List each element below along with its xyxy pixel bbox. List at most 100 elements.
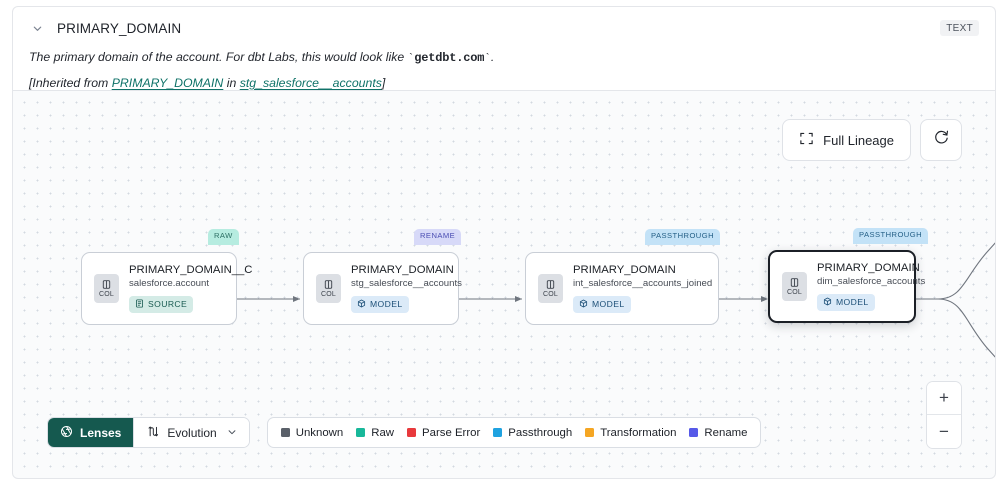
legend-label: Unknown: [295, 426, 344, 439]
node-title: PRIMARY_DOMAIN: [351, 264, 454, 277]
evolution-label: Evolution: [167, 425, 217, 440]
legend-label: Parse Error: [422, 426, 481, 439]
lineage-node-stg[interactable]: COL PRIMARY_DOMAIN stg_salesforce__accou…: [303, 252, 462, 325]
lenses-button[interactable]: Lenses: [48, 418, 134, 447]
node-type-badge: SOURCE: [129, 295, 194, 313]
legend-label: Raw: [371, 426, 395, 439]
backtick-close: `: [484, 53, 491, 65]
node-subtitle: salesforce.account: [129, 278, 209, 290]
refresh-icon: [933, 129, 950, 151]
lens-badge-passthrough-2: PASSTHROUGH: [853, 228, 929, 244]
zoom-in-button[interactable]: +: [927, 382, 961, 415]
page-title: PRIMARY_DOMAIN: [57, 20, 182, 36]
lineage-canvas[interactable]: Full Lineage + − RAW RENAME PASSTHROUGH …: [12, 90, 996, 479]
lens-badge-passthrough-1: PASSTHROUGH: [645, 229, 721, 245]
column-detail-header: PRIMARY_DOMAIN TEXT The primary domain o…: [12, 6, 996, 90]
arrow-2: [515, 296, 522, 302]
header-row: PRIMARY_DOMAIN TEXT: [29, 17, 979, 39]
legend-swatch-transformation: [585, 428, 595, 437]
col-chip-label: COL: [99, 291, 114, 298]
inherited-column-link[interactable]: PRIMARY_DOMAIN: [111, 75, 224, 90]
col-chip: COL: [316, 274, 341, 303]
inherited-suffix: ]: [381, 75, 386, 90]
edge-out-upper: [916, 242, 995, 300]
legend-item: Unknown: [280, 426, 344, 439]
description-text: The primary domain of the account. For d…: [29, 50, 408, 64]
node-body: PRIMARY_DOMAIN dim_salesforce_accounts M…: [817, 262, 925, 311]
canvas-bottom-bar: Lenses Evolution: [47, 417, 762, 448]
legend-item: Transformation: [585, 427, 676, 439]
zoom-controls: + −: [926, 381, 962, 449]
arrow-1: [293, 296, 300, 302]
node-body: PRIMARY_DOMAIN__C salesforce.account SOU…: [129, 264, 252, 313]
canvas-top-controls: Full Lineage: [782, 119, 962, 161]
data-type-badge: TEXT: [940, 20, 979, 36]
node-body: PRIMARY_DOMAIN stg_salesforce__accounts …: [351, 264, 462, 313]
model-icon: [357, 299, 366, 310]
node-title: PRIMARY_DOMAIN: [817, 262, 920, 275]
lineage-node-dim-selected[interactable]: COL PRIMARY_DOMAIN dim_salesforce_accoun…: [768, 250, 925, 323]
lineage-node-int[interactable]: COL PRIMARY_DOMAIN int_salesforce__accou…: [525, 252, 719, 325]
expand-icon: [799, 131, 814, 149]
refresh-button[interactable]: [920, 119, 962, 161]
node-title: PRIMARY_DOMAIN__C: [129, 264, 253, 277]
inherited-model-link[interactable]: stg_salesforce__accounts: [239, 75, 382, 90]
inherited-middle: in: [223, 75, 240, 90]
legend-item: Parse Error: [407, 427, 480, 439]
legend-label: Rename: [704, 426, 748, 439]
lineage-legend: Unknown Raw Parse Error Passthrough Tran…: [266, 417, 762, 448]
node-type-label: MODEL: [836, 297, 869, 308]
col-chip: COL: [538, 274, 563, 303]
node-body: PRIMARY_DOMAIN int_salesforce__accounts_…: [573, 264, 712, 313]
description-code: getdbt.com: [414, 51, 485, 65]
node-subtitle: int_salesforce__accounts_joined: [573, 278, 713, 290]
node-type-label: MODEL: [592, 299, 625, 310]
legend-swatch-parse-error: [407, 428, 417, 437]
source-icon: [135, 299, 144, 310]
evolution-icon: [147, 425, 160, 441]
edge-out-lower: [916, 298, 995, 358]
chevron-down-icon: [227, 426, 237, 440]
full-lineage-label: Full Lineage: [823, 132, 894, 148]
full-lineage-button[interactable]: Full Lineage: [782, 119, 911, 161]
lens-control-group: Lenses Evolution: [47, 417, 250, 448]
model-icon: [579, 299, 588, 310]
model-icon: [823, 297, 832, 308]
col-chip-label: COL: [543, 291, 558, 298]
node-type-badge: MODEL: [573, 295, 631, 313]
col-chip-label: COL: [787, 289, 802, 296]
description-suffix: .: [490, 50, 495, 64]
legend-item: Passthrough: [493, 427, 572, 439]
node-type-label: MODEL: [370, 299, 403, 310]
col-chip: COL: [782, 272, 807, 301]
legend-label: Transformation: [600, 426, 677, 439]
legend-item: Rename: [689, 427, 747, 439]
node-subtitle: stg_salesforce__accounts: [351, 278, 462, 290]
legend-swatch-unknown: [280, 428, 290, 437]
lens-badge-raw: RAW: [208, 229, 239, 245]
node-title: PRIMARY_DOMAIN: [573, 264, 676, 277]
chevron-down-icon[interactable]: [29, 20, 45, 36]
inherited-prefix: [Inherited from: [29, 75, 112, 90]
inherited-note: [Inherited from PRIMARY_DOMAIN in stg_sa…: [29, 76, 979, 90]
zoom-out-button[interactable]: −: [927, 415, 961, 448]
node-type-badge: MODEL: [351, 295, 409, 313]
legend-swatch-passthrough: [493, 428, 503, 437]
backtick-open: `: [407, 53, 415, 65]
aperture-icon: [60, 425, 73, 441]
legend-label: Passthrough: [508, 426, 573, 439]
node-type-badge: MODEL: [817, 293, 875, 311]
node-type-label: SOURCE: [148, 299, 188, 310]
legend-swatch-rename: [689, 428, 699, 437]
legend-swatch-raw: [356, 428, 366, 437]
column-description: The primary domain of the account. For d…: [29, 49, 979, 67]
col-chip-label: COL: [321, 291, 336, 298]
lineage-node-source[interactable]: COL PRIMARY_DOMAIN__C salesforce.account…: [81, 252, 252, 325]
evolution-dropdown[interactable]: Evolution: [133, 418, 249, 447]
lens-badge-rename: RENAME: [414, 229, 462, 245]
col-chip: COL: [94, 274, 119, 303]
legend-item: Raw: [356, 427, 394, 439]
node-subtitle: dim_salesforce_accounts: [817, 276, 926, 288]
lenses-label: Lenses: [80, 425, 122, 440]
